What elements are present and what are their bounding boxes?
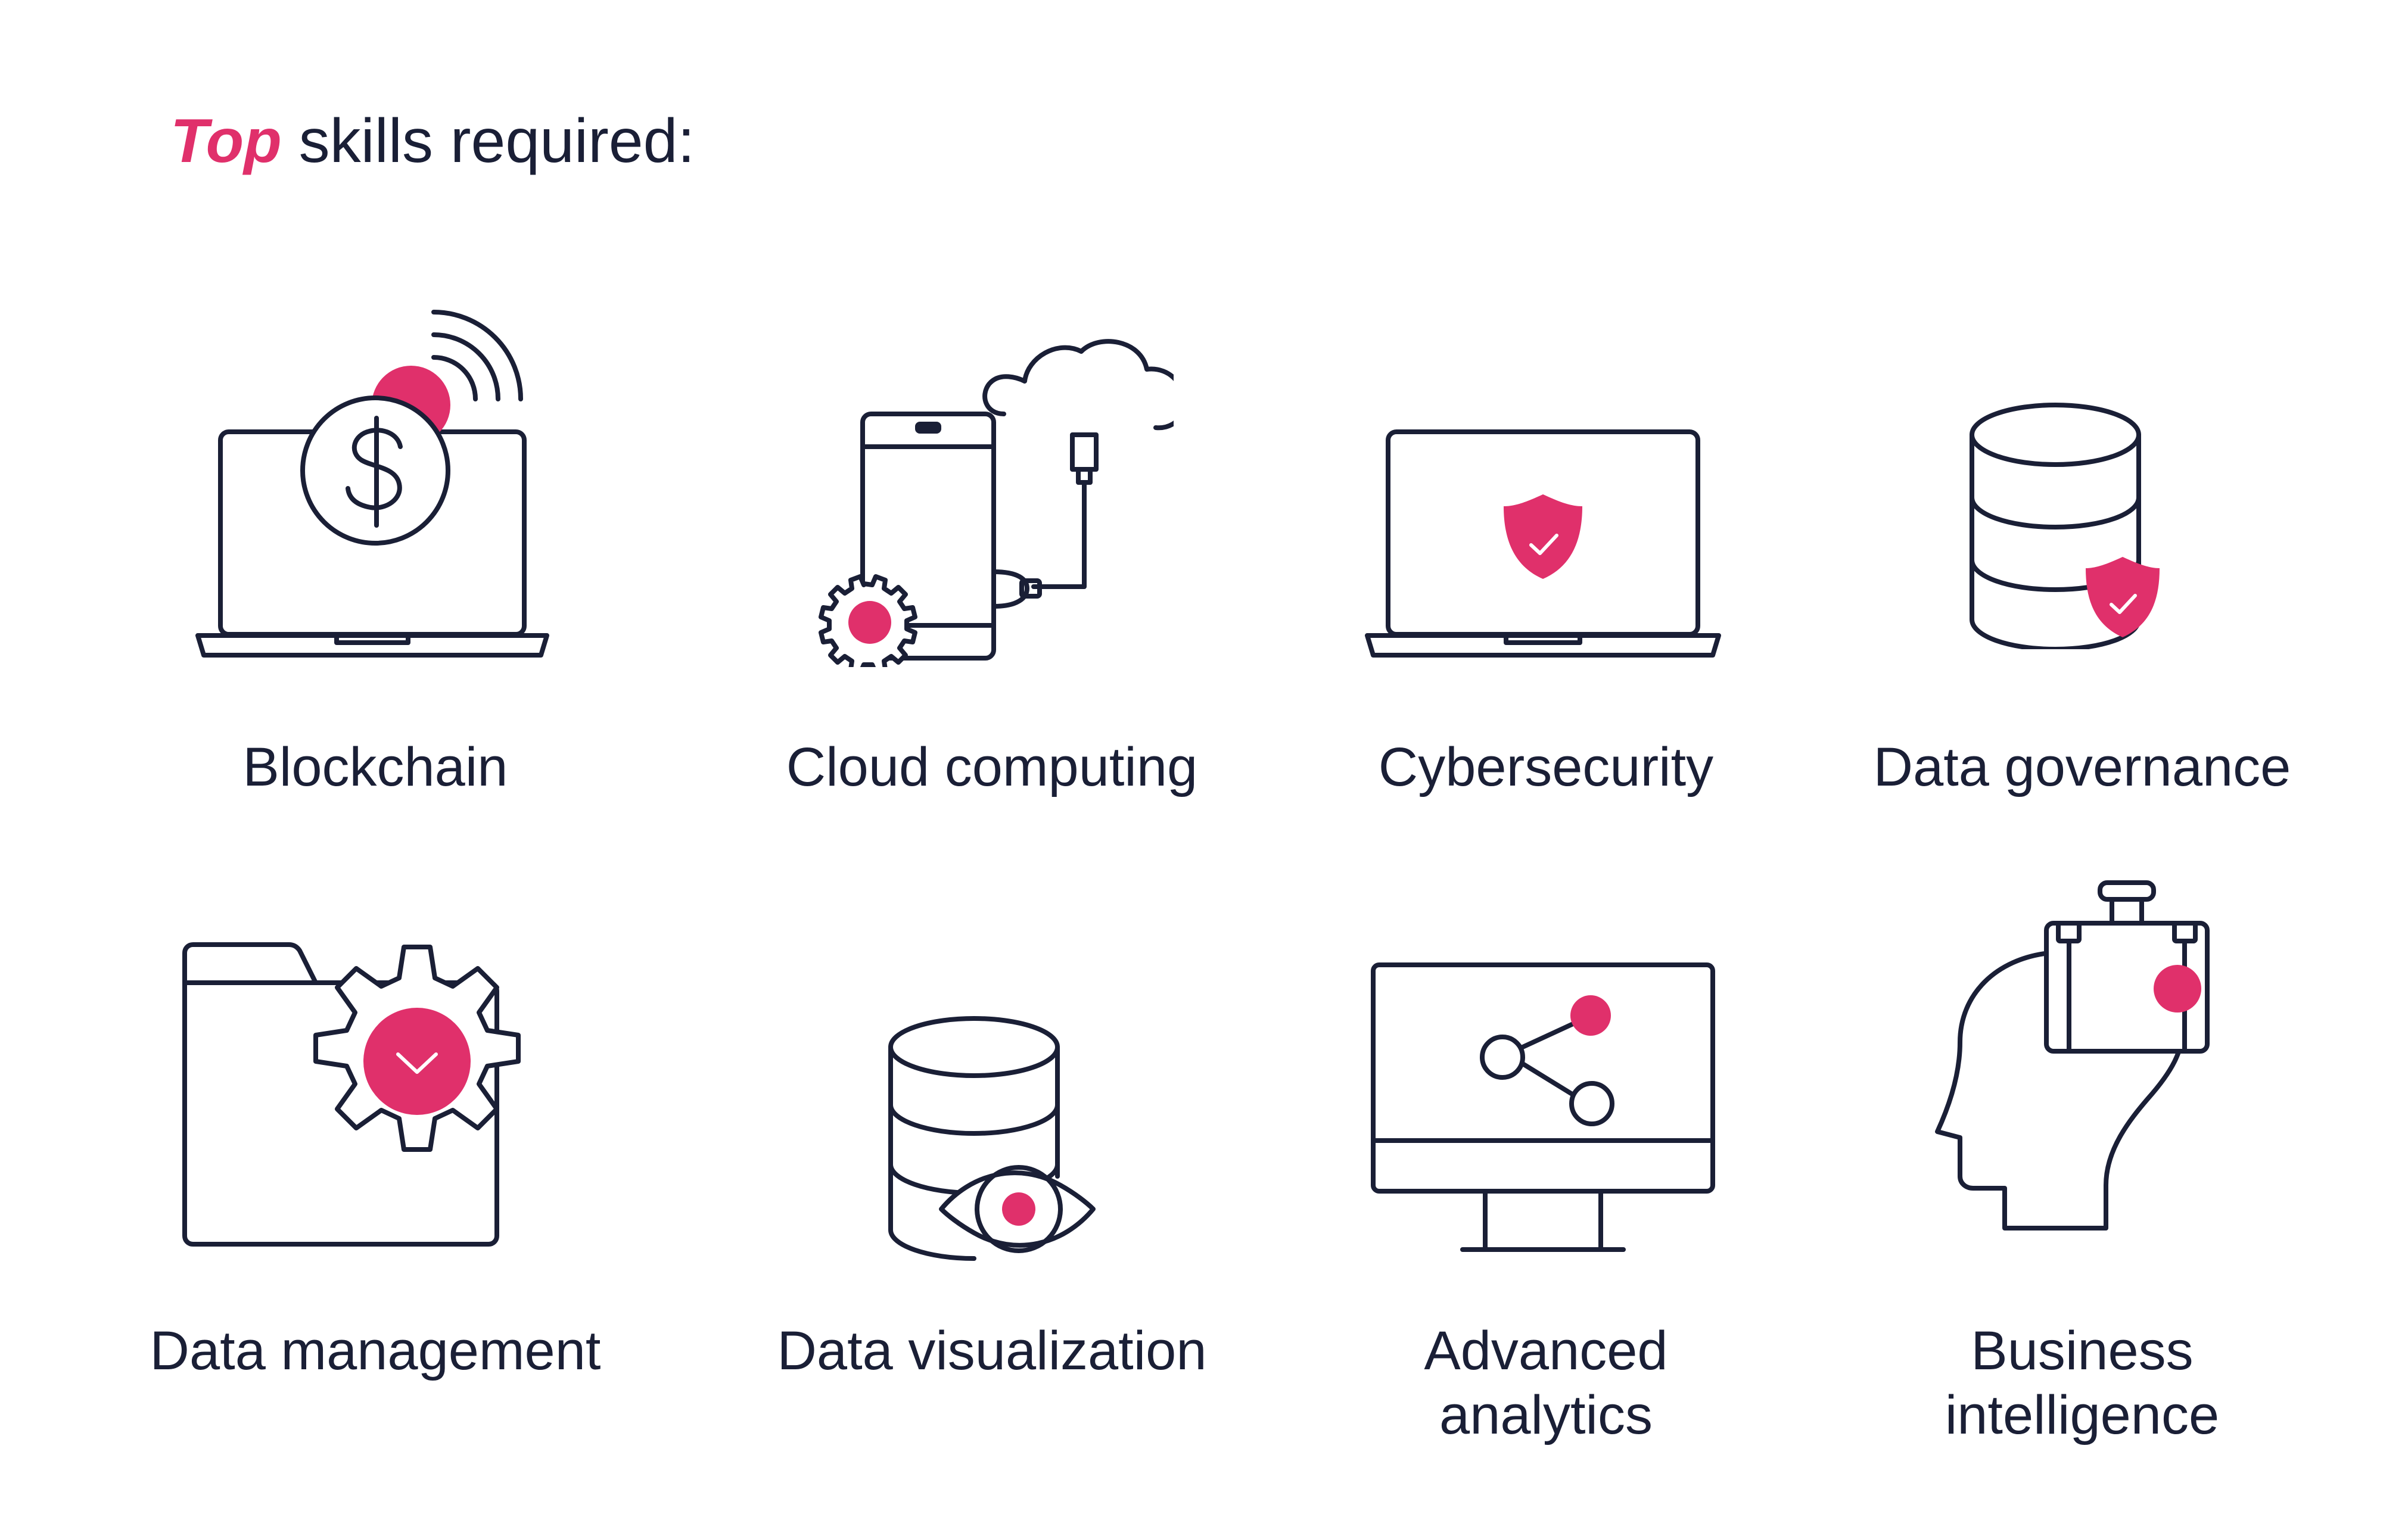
skill-label: Business intelligence xyxy=(1814,1319,2350,1447)
skill-label-line: Data visualization xyxy=(777,1320,1207,1381)
laptop-shield-icon xyxy=(1365,429,1721,658)
skill-label-line: Blockchain xyxy=(242,737,508,798)
skill-label-line: intelligence xyxy=(1945,1385,2220,1446)
laptop-dollar-coin-icon xyxy=(195,310,549,658)
skill-label: Cloud computing xyxy=(724,735,1260,799)
page-title: Top skills required: xyxy=(170,104,695,179)
skill-label-line: Advanced xyxy=(1424,1320,1668,1381)
skill-label-line: Business xyxy=(1971,1320,2194,1381)
skill-label: Advanced analytics xyxy=(1278,1319,1814,1447)
database-eye-icon xyxy=(888,1016,1096,1261)
skill-label: Cybersecurity xyxy=(1278,735,1814,799)
title-accent: Top xyxy=(170,107,282,176)
skill-label-line: analytics xyxy=(1439,1385,1653,1446)
skill-label: Data governance xyxy=(1814,735,2350,799)
skill-label: Blockchain xyxy=(107,735,643,799)
skill-label-line: Cybersecurity xyxy=(1378,737,1714,798)
skill-label-line: Data management xyxy=(150,1320,601,1381)
skill-label-line: Data governance xyxy=(1873,737,2291,798)
head-briefcase-icon xyxy=(1935,880,2210,1230)
folder-gear-icon xyxy=(182,942,521,1247)
phone-cloud-gear-icon xyxy=(819,339,1174,667)
monitor-network-icon xyxy=(1371,962,1715,1252)
skill-label: Data management xyxy=(107,1319,643,1383)
title-rest: skills required: xyxy=(281,107,695,176)
skill-label-line: Cloud computing xyxy=(786,737,1198,798)
database-shield-icon xyxy=(1970,403,2160,649)
skill-label: Data visualization xyxy=(724,1319,1260,1383)
